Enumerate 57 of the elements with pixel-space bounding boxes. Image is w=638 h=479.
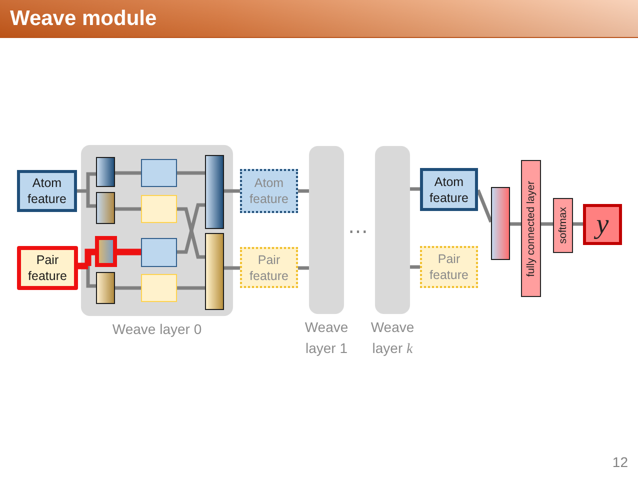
layer-box xyxy=(141,195,177,223)
connector xyxy=(115,171,141,175)
connector xyxy=(510,222,521,226)
connector xyxy=(298,266,309,270)
feature-box xyxy=(240,247,298,288)
ellipsis: ⋯ xyxy=(347,222,369,242)
slide-title: Weave module xyxy=(10,6,157,31)
node-label: Atom feature xyxy=(428,174,470,206)
node-label: fully connected layer xyxy=(525,180,537,276)
output-box xyxy=(583,204,622,245)
feature-box xyxy=(17,170,77,212)
gradient-bar xyxy=(205,233,224,310)
connector xyxy=(573,222,583,226)
gradient-bar xyxy=(96,157,115,187)
connector xyxy=(224,266,240,270)
connector xyxy=(115,207,141,211)
connector xyxy=(410,187,420,191)
layer-box xyxy=(553,198,573,253)
gradient-bar xyxy=(96,192,115,224)
connector xyxy=(298,189,309,193)
node-label: Pair feature xyxy=(248,252,290,284)
connector xyxy=(177,171,205,175)
connector xyxy=(86,266,96,288)
feature-box xyxy=(17,246,78,290)
layer-label: Weave layer k xyxy=(370,318,416,359)
connector xyxy=(117,248,141,256)
connector xyxy=(541,222,553,226)
connector xyxy=(115,286,141,290)
connector xyxy=(224,189,240,193)
node-label: Atom feature xyxy=(248,175,290,207)
feature-box xyxy=(420,168,478,211)
connector xyxy=(476,189,493,223)
layer-label: Weave layer 0 xyxy=(111,320,203,339)
gradient-bar xyxy=(96,272,115,304)
node-label: Pair feature xyxy=(428,251,470,283)
gradient-bar xyxy=(95,236,117,267)
connector xyxy=(177,286,205,290)
layer-label: Weave layer 1 xyxy=(304,318,350,358)
output-symbol: y xyxy=(596,210,609,240)
connector xyxy=(177,207,205,259)
page-number: 12 xyxy=(611,453,628,471)
connector xyxy=(78,262,88,270)
gradient-bar xyxy=(205,155,224,229)
layer-box xyxy=(141,274,177,302)
connector xyxy=(410,265,420,269)
feature-box xyxy=(240,169,298,213)
feature-box xyxy=(420,246,478,288)
layer-box xyxy=(521,160,541,297)
layer-box xyxy=(141,159,177,187)
layer-box xyxy=(141,238,177,267)
gradient-bar xyxy=(491,187,510,260)
connector xyxy=(86,172,96,191)
connector xyxy=(177,203,205,254)
node-label: Pair feature xyxy=(27,252,68,284)
node-label: Atom feature xyxy=(26,175,68,207)
node-label: softmax xyxy=(557,207,569,244)
connector xyxy=(84,248,95,266)
